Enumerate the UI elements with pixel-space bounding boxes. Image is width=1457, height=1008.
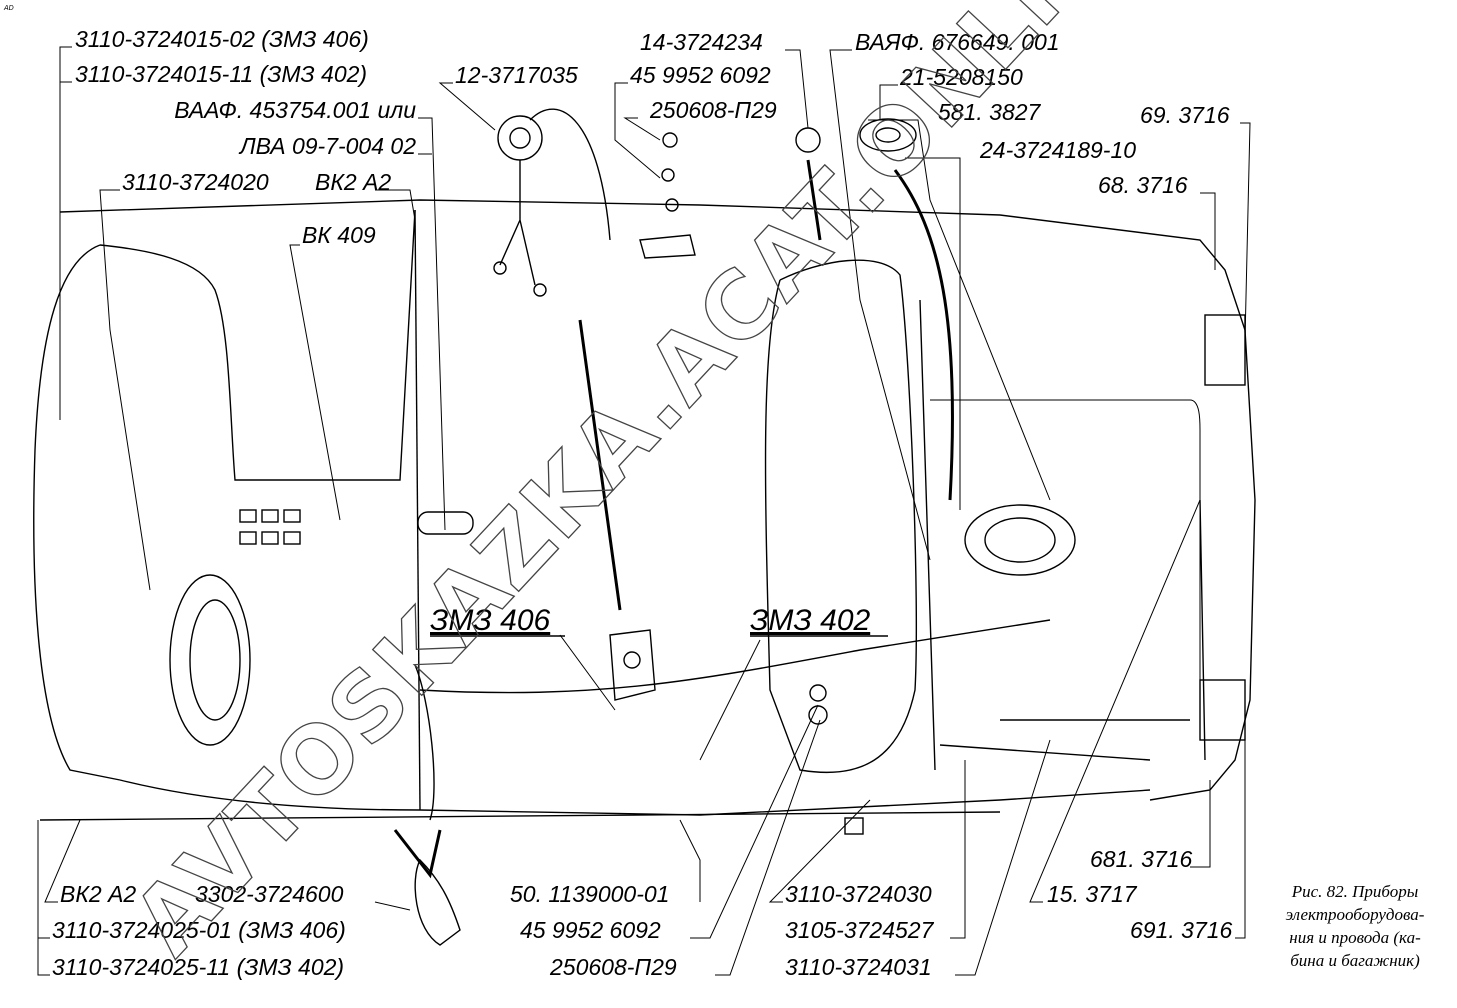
label-45-9952-6092-bottom: 45 9952 6092 [520,917,661,943]
label-3302-3724600: 3302-3724600 [195,881,344,907]
car-body-drawing [33,108,1256,946]
label-581-3827: 581. 3827 [938,99,1042,125]
label-lva-09-7-004: ЛВА 09-7-004 02 [238,133,416,159]
caption-line: ния и провода (ка- [1289,928,1421,947]
label-3110-3724015-11: 3110-3724015-11 (ЗМЗ 402) [75,61,367,87]
label-681-3716: 681. 3716 [1090,846,1193,872]
label-12-3717035: 12-3717035 [455,62,578,88]
label-3110-3724015-02: 3110-3724015-02 (ЗМЗ 406) [75,26,369,52]
label-3110-3724031: 3110-3724031 [785,954,932,980]
label-3110-3724025-11: 3110-3724025-11 (ЗМЗ 402) [52,954,344,980]
label-45-9952-6092-top: 45 9952 6092 [630,62,771,88]
label-vk-409: ВК 409 [302,222,376,248]
label-engine-zmz-406: ЗМЗ 406 [430,604,551,637]
label-24-3724189-10: 24-3724189-10 [979,137,1136,163]
label-3110-3724030: 3110-3724030 [785,881,932,907]
label-21-5208150: 21-5208150 [899,64,1023,90]
caption-line: Рис. 82. Приборы [1291,882,1419,901]
corner-mark: АD [3,5,14,12]
label-engine-zmz-402: ЗМЗ 402 [750,604,871,637]
leader-lines [37,46,1251,976]
label-3110-3724025-01: 3110-3724025-01 (ЗМЗ 406) [52,917,346,943]
label-3105-3724527: 3105-3724527 [785,917,935,943]
label-68-3716: 68. 3716 [1098,172,1188,198]
label-vayaf-676649: ВАЯФ. 676649. 001 [855,29,1060,55]
label-14-3724234: 14-3724234 [640,29,763,55]
label-50-1139000-01: 50. 1139000-01 [510,881,669,907]
label-vaaf-453754: ВААФ. 453754.001 или [174,97,416,123]
figure-caption: Рис. 82. Приборы электрооборудова- ния и… [1286,882,1425,970]
label-250608-p29-top: 250608-П29 [649,97,777,123]
label-691-3716: 691. 3716 [1130,917,1233,943]
caption-line: бина и багажник) [1290,951,1420,970]
label-250608-p29-bottom: 250608-П29 [549,954,677,980]
label-3110-3724020: 3110-3724020 [122,169,269,195]
label-vk2-a2-bottom: ВК2 А2 [60,881,136,907]
label-69-3716: 69. 3716 [1140,102,1230,128]
caption-line: электрооборудова- [1286,905,1425,924]
label-vk2-a2-top: ВК2 А2 [315,169,391,195]
label-15-3717: 15. 3717 [1047,881,1138,907]
